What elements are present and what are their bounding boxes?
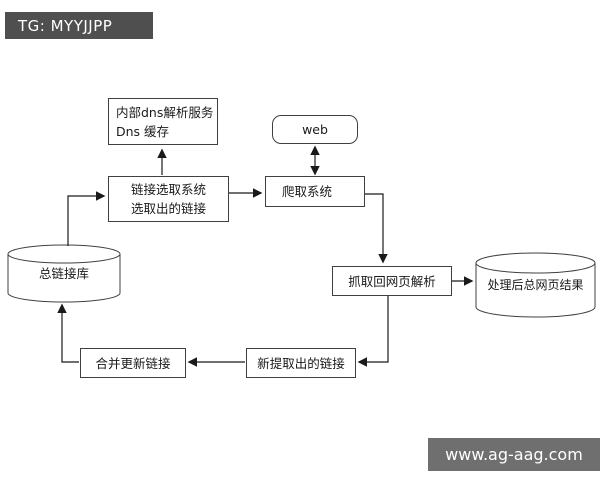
node-web-label: web	[302, 122, 328, 137]
top-watermark-banner: TG: MYYJJPP	[5, 12, 153, 39]
label-total-links-db-text: 总链接库	[38, 265, 89, 281]
arrow-parse-to-new-links	[357, 296, 389, 367]
node-dns-line1: 内部dns解析服务	[116, 104, 214, 120]
top-watermark-text: TG: MYYJJPP	[18, 16, 113, 35]
arrow-crawl-to-parse	[365, 193, 388, 264]
node-parse: 抓取回网页解析	[332, 266, 452, 296]
arrow-merge-to-total-links-db	[57, 303, 79, 363]
bottom-watermark-banner: www.ag-aag.com	[428, 438, 600, 471]
label-processed-results-db-text: 处理后总网页结果	[487, 277, 584, 292]
node-parse-label: 抓取回网页解析	[348, 273, 436, 289]
arrow-total-links-db-to-link-select	[67, 191, 106, 246]
label-processed-results-db: 处理后总网页结果	[478, 274, 593, 294]
label-total-links-db: 总链接库	[12, 262, 116, 282]
node-crawl-system: 爬取系统	[265, 176, 365, 207]
cylinder-processed-results-db	[475, 252, 596, 318]
node-merge-update: 合并更新链接	[80, 348, 186, 378]
cylinder-total-links-db	[7, 244, 121, 303]
node-link-select-line2: 选取出的链接	[130, 201, 206, 216]
node-dns-line2: Dns 缓存	[116, 123, 170, 139]
node-dns-service: 内部dns解析服务 Dns 缓存	[108, 98, 218, 145]
node-link-select: 链接选取系统 选取出的链接	[108, 176, 229, 222]
bottom-watermark-text: www.ag-aag.com	[445, 445, 583, 464]
node-link-select-line1: 链接选取系统	[130, 182, 206, 197]
node-web: web	[272, 115, 358, 144]
node-new-links-label: 新提取出的链接	[257, 355, 345, 371]
node-new-links: 新提取出的链接	[246, 348, 356, 378]
node-crawl-label: 爬取系统	[282, 184, 333, 199]
node-merge-update-label: 合并更新链接	[95, 355, 171, 371]
